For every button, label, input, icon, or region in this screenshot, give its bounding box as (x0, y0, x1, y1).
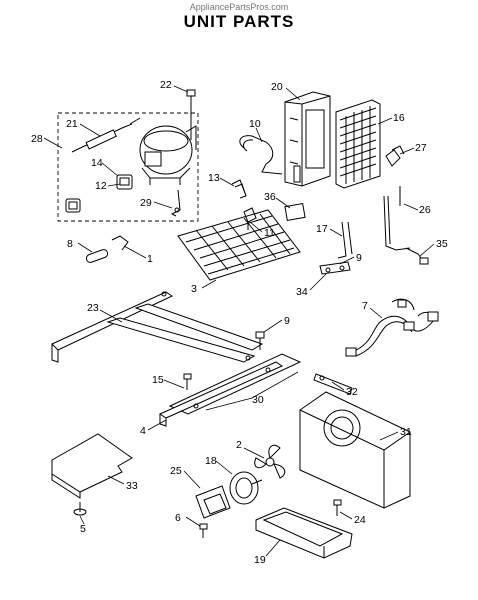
callout-label: 2 (236, 439, 242, 451)
callout-label: 3 (191, 283, 197, 295)
callout-label: 5 (80, 523, 86, 535)
callout-label: 35 (436, 238, 448, 250)
part-tube-10 (239, 135, 283, 175)
part-overload-14 (116, 174, 133, 190)
callout-label: 30 (252, 394, 264, 406)
part-frame-23 (51, 291, 264, 363)
callout-label: 31 (400, 426, 412, 438)
part-screw-9 (255, 331, 265, 350)
part-screw-15 (183, 373, 192, 390)
part-foot-5 (73, 502, 87, 516)
part-screw-6 (199, 523, 208, 538)
callout-label: 7 (362, 300, 368, 312)
part-tube-8 (85, 249, 109, 263)
part-drain-pan-19 (255, 507, 353, 559)
callout-label: 26 (419, 204, 431, 216)
callout-label: 33 (126, 480, 138, 492)
part-relay-12 (65, 198, 81, 213)
callout-label: 23 (87, 302, 99, 314)
part-harness-7 (345, 298, 439, 357)
callout-label: 13 (208, 172, 220, 184)
callout-label: 10 (249, 118, 261, 130)
callout-label: 36 (264, 191, 276, 203)
part-drier-21 (71, 117, 141, 153)
callout-label: 8 (67, 238, 73, 250)
callout-label: 34 (296, 286, 308, 298)
callout-label: 4 (140, 425, 146, 437)
part-fan-motor-18 (229, 471, 263, 505)
part-bracket-25 (195, 485, 231, 519)
part-sensor-35 (405, 247, 429, 265)
callout-label: 25 (170, 465, 182, 477)
part-cover-31 (299, 391, 411, 509)
callout-label: 24 (354, 514, 366, 526)
part-condenser-16 (335, 99, 381, 189)
part-shroud-20 (284, 91, 331, 187)
part-compressor (139, 125, 197, 185)
callout-label: 15 (152, 374, 164, 386)
part-bracket-17 (337, 221, 353, 259)
callout-label: 6 (175, 512, 181, 524)
watermark: AppliancePartsPros.com (189, 2, 289, 12)
part-clip-27 (385, 145, 405, 167)
callout-label: 1 (147, 253, 153, 265)
callout-label: 9 (356, 252, 362, 264)
callout-label: 28 (31, 133, 43, 145)
part-bracket-29 (170, 189, 181, 217)
callout-label: 32 (346, 386, 358, 398)
callout-label: 9 (284, 315, 290, 327)
part-fan-blade-2 (254, 444, 286, 479)
callout-labels: 22 20 21 10 16 28 27 14 13 12 36 29 11 2… (31, 79, 448, 566)
callout-label: 12 (95, 180, 107, 192)
part-clip-11 (243, 207, 257, 230)
callout-label: 11 (264, 227, 275, 239)
leader-lines (43, 85, 435, 557)
callout-label: 21 (66, 118, 78, 130)
part-tube-13 (231, 179, 247, 199)
diagram-title: UNIT PARTS (183, 12, 295, 31)
part-pan-33 (51, 433, 133, 499)
part-screw-24 (333, 499, 342, 516)
callout-label: 16 (393, 112, 405, 124)
callout-label: 14 (91, 157, 103, 169)
callout-label: 27 (415, 142, 427, 154)
callout-label: 22 (160, 79, 172, 91)
part-base-4 (158, 353, 302, 427)
part-screw-22 (186, 89, 196, 140)
callout-label: 29 (140, 197, 152, 209)
callout-label: 19 (254, 554, 266, 566)
part-bracket-34 (319, 261, 351, 275)
callout-label: 18 (205, 455, 217, 467)
part-fitting-1 (111, 235, 129, 251)
part-coil-3 (177, 209, 301, 281)
callout-label: 17 (316, 223, 328, 235)
part-heater-26 (383, 186, 411, 251)
callout-label: 20 (271, 81, 283, 93)
compressor-group-box (57, 112, 199, 222)
